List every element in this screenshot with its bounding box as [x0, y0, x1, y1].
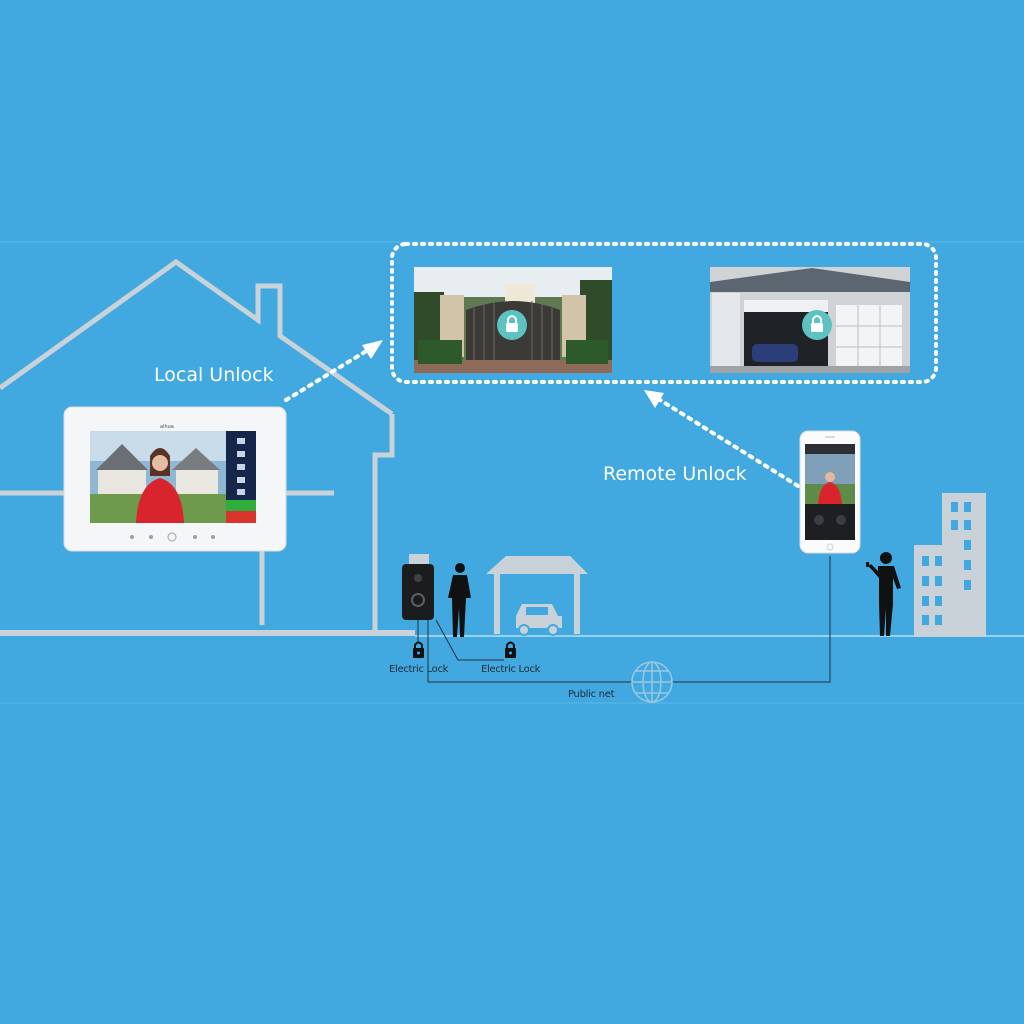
remote-unlock-label: Remote Unlock	[603, 463, 747, 485]
hangup-button	[226, 511, 256, 523]
answer-button	[226, 500, 256, 511]
building-icon	[914, 493, 986, 637]
person-silhouette	[448, 563, 471, 637]
electric-lock-label-1: Electric Lock	[389, 664, 449, 675]
house-right-wall	[372, 414, 395, 632]
globe-icon	[631, 661, 673, 703]
public-net-label: Public net	[568, 689, 615, 700]
remote-unlock-arrow	[644, 390, 800, 488]
local-unlock-label: Local Unlock	[154, 364, 274, 386]
padlock-icon	[802, 310, 832, 340]
door-station	[402, 554, 434, 620]
padlock-icon	[505, 641, 516, 658]
padlock-icon	[497, 310, 527, 340]
carport	[486, 556, 588, 634]
person-silhouette	[866, 552, 901, 636]
padlock-icon	[413, 641, 424, 658]
car-icon	[516, 604, 562, 636]
local-unlock-arrow	[284, 340, 383, 402]
smartphone	[799, 430, 861, 554]
house-roof	[0, 258, 394, 417]
house-outline	[0, 258, 395, 632]
unlock-targets-frame	[390, 242, 938, 384]
indoor-monitor	[63, 406, 287, 552]
wiring	[417, 556, 831, 683]
monitor-logo: alhua	[160, 424, 174, 430]
gate-photo	[414, 267, 612, 373]
electric-lock-label-2: Electric Lock	[481, 664, 541, 675]
